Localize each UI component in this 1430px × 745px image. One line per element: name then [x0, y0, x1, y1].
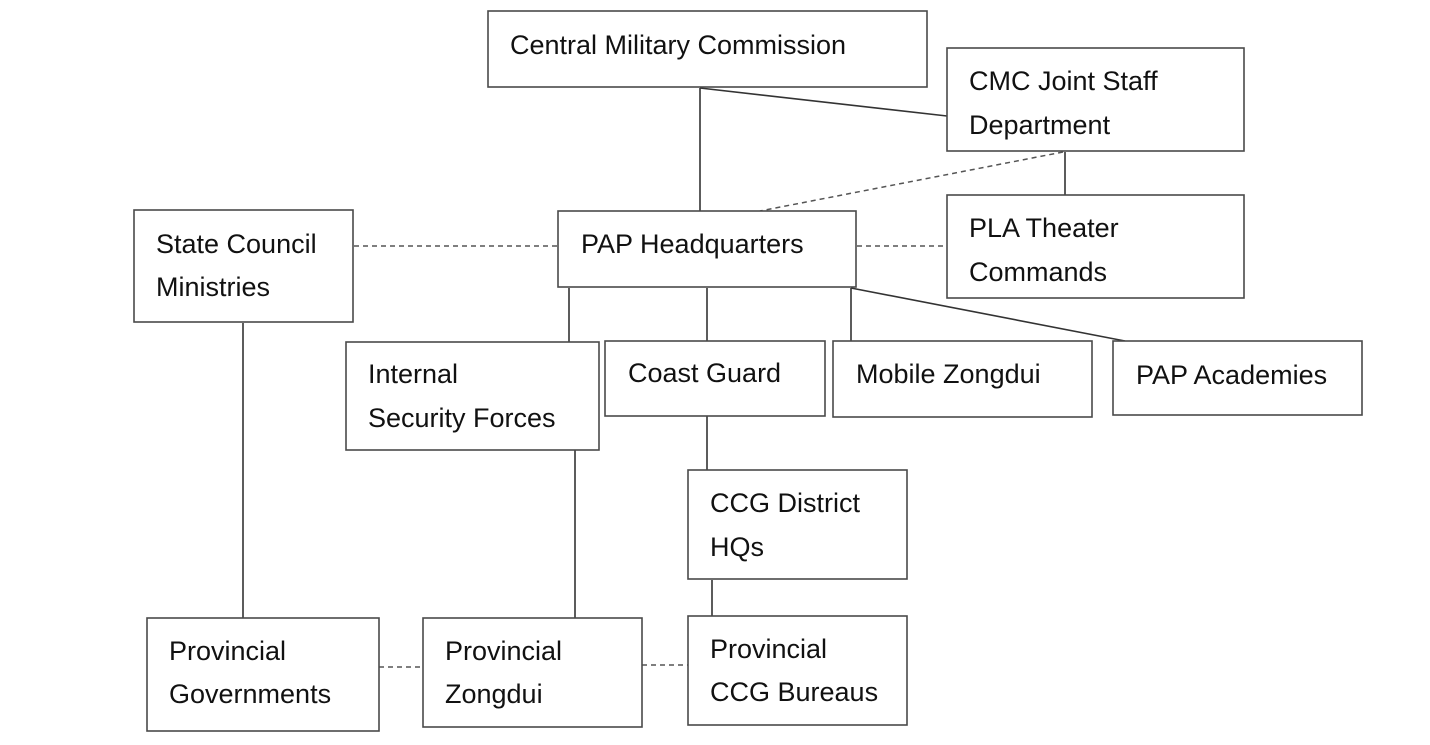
- svg-text:Provincial Governments: Provincial Governments: [169, 636, 331, 709]
- node-pap-academies: PAP Academies: [1112, 340, 1363, 416]
- node-central-military-commission: Central Military Commission: [487, 10, 928, 88]
- svg-text:Provincial CCG Bureaus: Provincial CCG Bureaus: [710, 634, 878, 707]
- node-box: [832, 340, 1093, 418]
- svg-text:CMC Joint Staff Departme: CMC Joint Staff Department: [969, 66, 1165, 140]
- svg-text:State Council Ministries: State Council Ministries: [156, 229, 324, 302]
- svg-text:PAP Headquarters: PAP Headquarters: [581, 229, 804, 259]
- node-pap-headquarters: PAP Headquarters: [557, 210, 857, 288]
- node-label-line: Governments: [169, 679, 331, 709]
- node-label-line: Commands: [969, 257, 1107, 287]
- svg-text:Central Military Commission: Central Military Commission: [510, 30, 846, 60]
- svg-text:CCG District HQs: CCG District HQs: [710, 488, 868, 562]
- node-box: [557, 210, 857, 288]
- node-label-line: Internal: [368, 359, 458, 389]
- node-label-line: PAP Academies: [1136, 360, 1327, 390]
- edges: [242, 87, 1126, 668]
- node-label-line: Security Forces: [368, 403, 556, 433]
- node-ccg-district-hqs: CCG District HQs: [687, 469, 908, 580]
- node-box: [1112, 340, 1363, 416]
- node-label-line: Ministries: [156, 272, 270, 302]
- node-label-line: Central Military Commission: [510, 30, 846, 60]
- svg-text:Coast Guard: Coast Guard: [628, 358, 781, 388]
- node-label-line: PLA Theater: [969, 213, 1119, 243]
- node-provincial-governments: Provincial Governments: [146, 617, 380, 732]
- node-internal-security-forces: Internal Security Forces: [345, 341, 600, 451]
- svg-text:Provincial Zongdui: Provincial Zongdui: [445, 636, 570, 709]
- node-mobile-zongdui: Mobile Zongdui: [832, 340, 1093, 418]
- node-provincial-ccg-bureaus: Provincial CCG Bureaus: [687, 615, 908, 726]
- node-label-line: Provincial: [445, 636, 562, 666]
- svg-text:Mobile Zongdui: Mobile Zongdui: [856, 359, 1041, 389]
- node-state-council-ministries: State Council Ministries: [133, 209, 354, 323]
- node-label-line: Mobile Zongdui: [856, 359, 1041, 389]
- node-box: [422, 617, 643, 728]
- node-label-line: CCG Bureaus: [710, 677, 878, 707]
- edge-cmc-to-joint-staff: [699, 87, 948, 117]
- node-box: [946, 194, 1245, 299]
- node-label-line: Provincial: [710, 634, 827, 664]
- node-label-line: HQs: [710, 532, 764, 562]
- svg-text:PAP Academies: PAP Academies: [1136, 360, 1327, 390]
- node-box: [946, 47, 1245, 152]
- edge-joint-staff-to-pap-hq: [759, 151, 1064, 212]
- node-label-line: PAP Headquarters: [581, 229, 804, 259]
- node-label-line: CMC Joint Staff: [969, 66, 1158, 96]
- node-box: [133, 209, 354, 323]
- node-label-line: Coast Guard: [628, 358, 781, 388]
- node-pla-theater-commands: PLA Theater Commands: [946, 194, 1245, 299]
- node-box: [487, 10, 928, 88]
- node-box: [146, 617, 380, 732]
- svg-text:Internal Security Forces: Internal Security Forces: [368, 359, 556, 433]
- node-box: [687, 615, 908, 726]
- node-box: [345, 341, 600, 451]
- node-provincial-zongdui: Provincial Zongdui: [422, 617, 643, 728]
- node-cmc-joint-staff-department: CMC Joint Staff Department: [946, 47, 1245, 152]
- node-label-line: Provincial: [169, 636, 286, 666]
- node-label-line: State Council: [156, 229, 317, 259]
- svg-text:PLA Theater Commands: PLA Theater Commands: [969, 213, 1126, 287]
- node-coast-guard: Coast Guard: [604, 340, 826, 417]
- node-box: [604, 340, 826, 417]
- node-label-line: Zongdui: [445, 679, 543, 709]
- node-label-line: Department: [969, 110, 1111, 140]
- node-label-line: CCG District: [710, 488, 860, 518]
- node-box: [687, 469, 908, 580]
- edge-pap-hq-to-pap-academies: [850, 287, 1126, 342]
